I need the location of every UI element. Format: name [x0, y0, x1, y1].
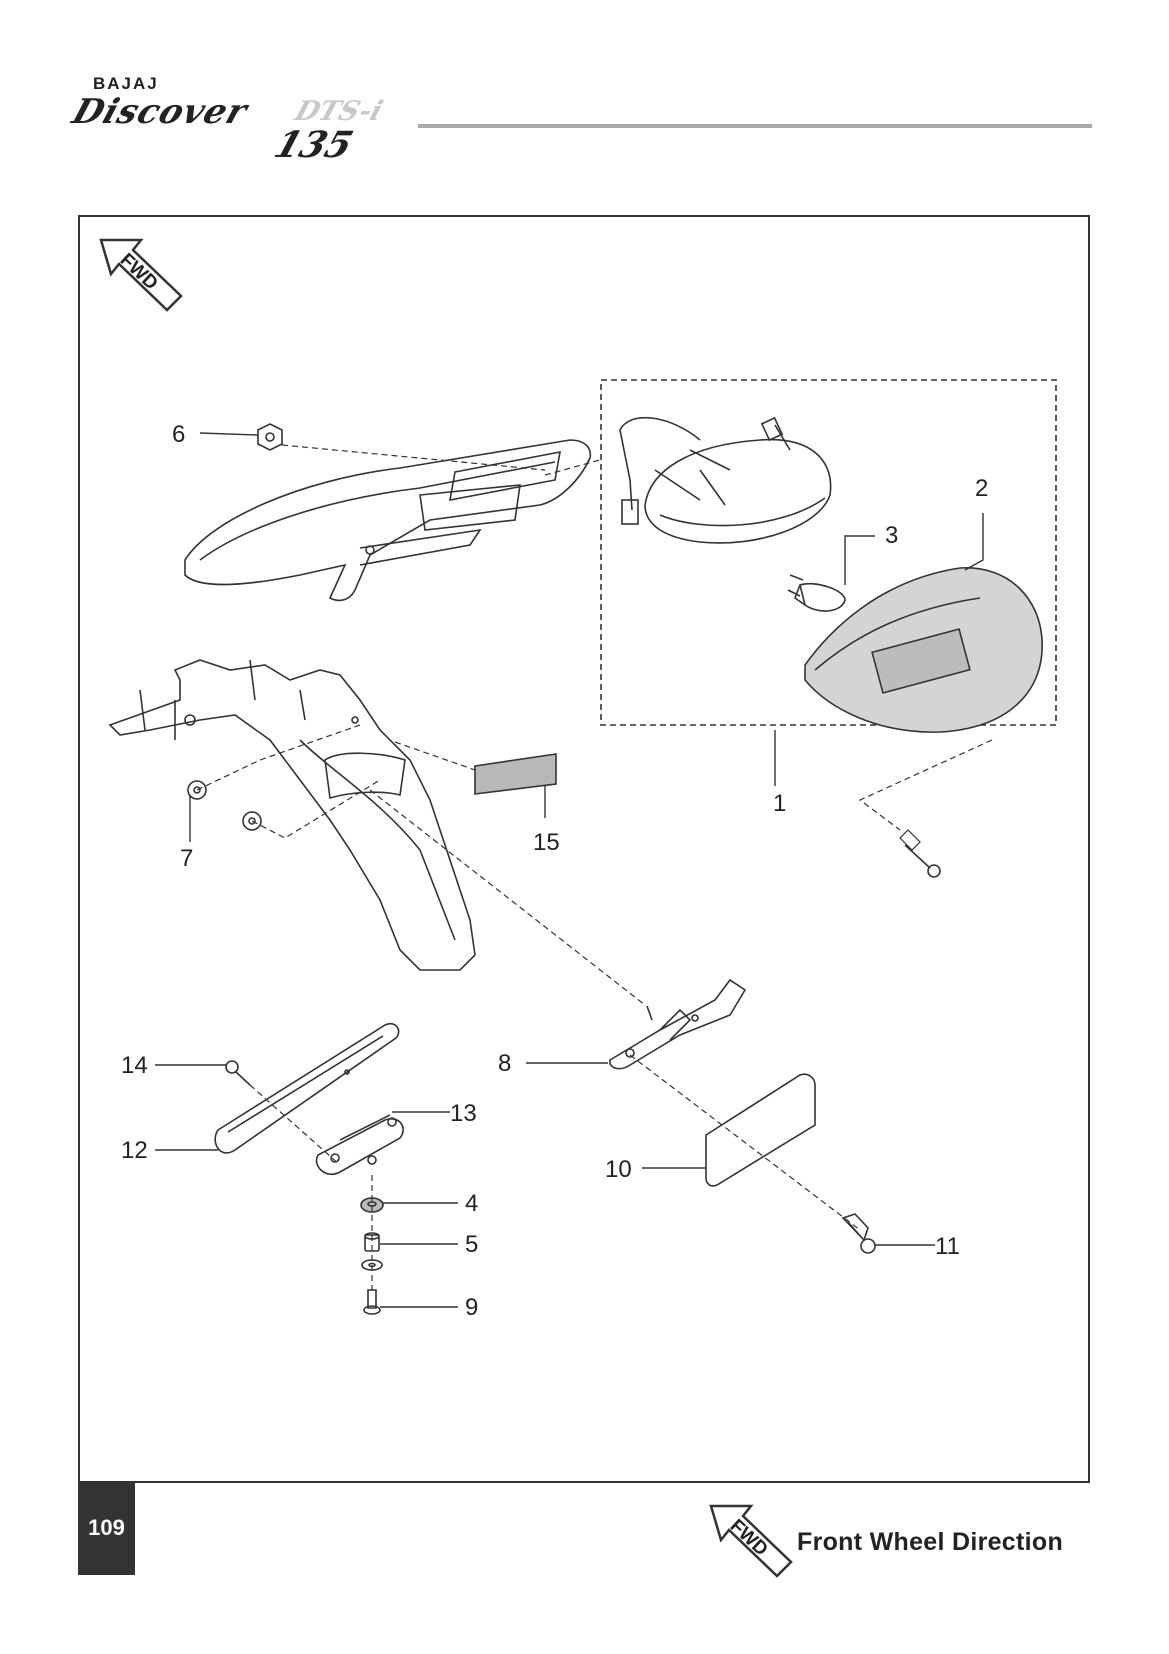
fwd-arrow-icon: FWD: [99, 238, 183, 312]
callout-12: 12: [121, 1137, 148, 1164]
license-light-bracket: [315, 1114, 404, 1175]
diagram-frame: [78, 215, 1090, 1483]
lamp-screw: [899, 829, 941, 878]
screw-14: [225, 1060, 251, 1086]
rear-fender: [108, 659, 476, 971]
callout-3: 3: [885, 522, 899, 549]
footer-fwd-arrow-icon: FWD: [709, 1504, 793, 1578]
footer-legend: Front Wheel Direction: [797, 1528, 1064, 1556]
callout-14: 14: [121, 1052, 148, 1079]
tail-lamp-lens: [804, 567, 1043, 733]
washer-7b: [242, 811, 262, 831]
tail-lamp-base: [619, 416, 832, 544]
callout-13: 13: [450, 1100, 477, 1127]
callout-8: 8: [498, 1050, 512, 1077]
brand-maker: BAJAJ: [93, 74, 159, 93]
bolt-11: [841, 1213, 876, 1254]
callout-9: 9: [465, 1294, 479, 1321]
plate-bracket: [609, 978, 747, 1070]
callout-5: 5: [465, 1231, 479, 1258]
nut-6: [257, 423, 283, 451]
rear-cowl: [184, 439, 592, 602]
bulb: [787, 574, 846, 612]
license-light-frame: [214, 1022, 400, 1154]
callout-11: 11: [935, 1233, 960, 1260]
callout-2: 2: [975, 475, 989, 502]
callout-15: 15: [533, 829, 560, 856]
callout-10: 10: [605, 1156, 632, 1183]
callout-7: 7: [180, 845, 194, 872]
callout-4: 4: [465, 1190, 479, 1217]
page-number: 109: [78, 1483, 135, 1575]
bolt-9: [363, 1289, 381, 1315]
license-plate: [705, 1073, 816, 1187]
washer-7a: [187, 780, 207, 800]
header-rule: [418, 124, 1092, 128]
callout-1: 1: [773, 790, 787, 817]
reflector-strip: [474, 753, 557, 795]
callout-6: 6: [172, 421, 186, 448]
